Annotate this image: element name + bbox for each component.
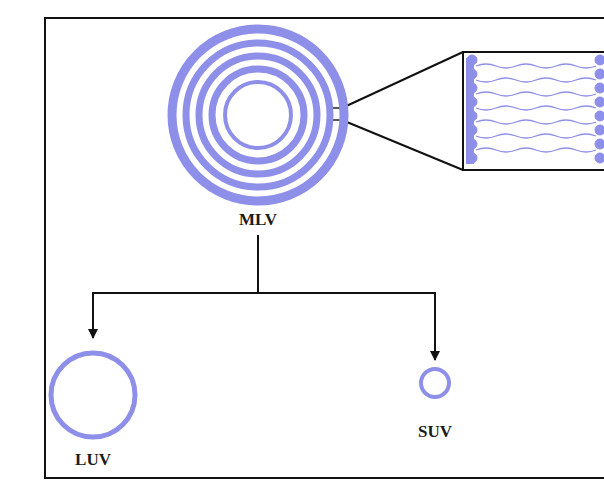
lipid-layer (199, 56, 317, 174)
lipid-layer (225, 82, 291, 148)
lipid-layer (51, 353, 135, 437)
split-arrow (258, 235, 435, 360)
zoom-box (463, 52, 604, 170)
split-arrow (93, 235, 258, 338)
mlv-vesicle: MLV (160, 20, 356, 235)
vesicle-outline (160, 20, 356, 235)
lipid-layer (421, 369, 449, 397)
lipid-layer (186, 43, 330, 187)
lipid-layer (212, 69, 304, 161)
lipid-layer (172, 29, 344, 201)
suv-vesicle: SUV (405, 360, 465, 444)
vesicle-label: SUV (405, 422, 465, 442)
vesicle-label: MLV (160, 210, 356, 230)
vesicle-label: LUV (43, 450, 143, 470)
zoom-leader (342, 120, 463, 170)
lipid-bilayer (466, 55, 604, 164)
zoom-leader (342, 52, 463, 108)
luv-vesicle: LUV (43, 338, 143, 474)
